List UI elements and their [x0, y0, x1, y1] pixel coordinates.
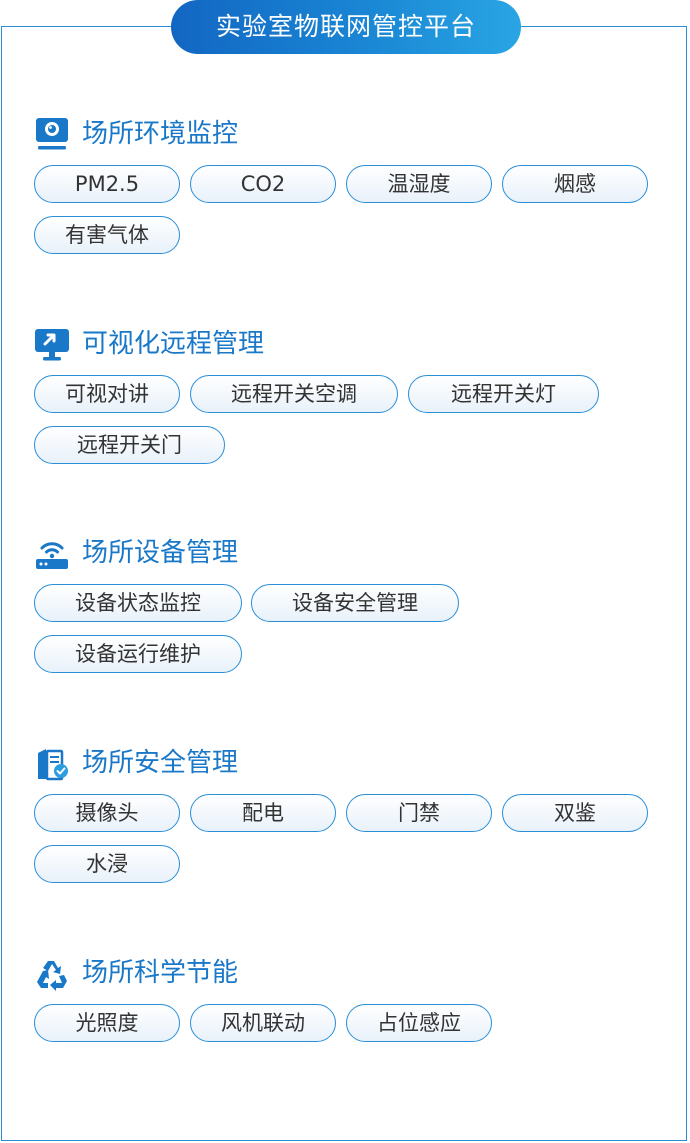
tag-water-leak[interactable]: 水浸 — [34, 845, 180, 883]
tag-device-maintenance[interactable]: 设备运行维护 — [34, 635, 242, 673]
section-header: 可视化远程管理 — [34, 324, 654, 364]
tag-camera[interactable]: 摄像头 — [34, 794, 180, 832]
tag-remote-door[interactable]: 远程开关门 — [34, 426, 225, 464]
section-remote-management: 可视化远程管理 可视对讲 远程开关空调 远程开关灯 远程开关门 — [34, 324, 654, 475]
tag-dual-detector[interactable]: 双鉴 — [502, 794, 648, 832]
section-title: 场所安全管理 — [82, 748, 239, 778]
tag-harmful-gas[interactable]: 有害气体 — [34, 216, 180, 254]
tag-list: 光照度 风机联动 占位感应 — [34, 1004, 654, 1104]
section-device-management: 场所设备管理 设备状态监控 设备安全管理 设备运行维护 — [34, 533, 654, 684]
tag-device-status[interactable]: 设备状态监控 — [34, 584, 242, 622]
tag-fan-linkage[interactable]: 风机联动 — [190, 1004, 336, 1042]
section-title: 场所环境监控 — [82, 119, 239, 149]
tag-occupancy-sensing[interactable]: 占位感应 — [346, 1004, 492, 1042]
tag-remote-aircon[interactable]: 远程开关空调 — [190, 375, 398, 413]
tag-remote-light[interactable]: 远程开关灯 — [408, 375, 599, 413]
tag-list: 设备状态监控 设备安全管理 设备运行维护 — [34, 584, 654, 684]
section-title: 可视化远程管理 — [82, 329, 265, 359]
section-title: 场所科学节能 — [82, 958, 239, 988]
page-title: 实验室物联网管控平台 — [171, 0, 521, 54]
tag-list: PM2.5 CO2 温湿度 烟感 有害气体 — [34, 165, 654, 265]
tag-pm25[interactable]: PM2.5 — [34, 165, 180, 203]
tag-video-intercom[interactable]: 可视对讲 — [34, 375, 180, 413]
section-energy-saving: 场所科学节能 光照度 风机联动 占位感应 — [34, 953, 654, 1104]
section-header: 场所科学节能 — [34, 953, 654, 993]
tag-smoke-sensor[interactable]: 烟感 — [502, 165, 648, 203]
section-safety-management: 场所安全管理 摄像头 配电 门禁 双鉴 水浸 — [34, 743, 654, 894]
router-icon — [36, 542, 68, 569]
monitor-camera-icon — [36, 118, 68, 150]
tag-access-control[interactable]: 门禁 — [346, 794, 492, 832]
tag-temperature-humidity[interactable]: 温湿度 — [346, 165, 492, 203]
section-header: 场所环境监控 — [34, 114, 654, 154]
recycle-icon — [37, 961, 67, 991]
section-environment-monitoring: 场所环境监控 PM2.5 CO2 温湿度 烟感 有害气体 — [34, 114, 654, 265]
section-header: 场所安全管理 — [34, 743, 654, 783]
security-certificate-icon — [38, 749, 68, 781]
tag-list: 摄像头 配电 门禁 双鉴 水浸 — [34, 794, 654, 894]
tag-device-security[interactable]: 设备安全管理 — [251, 584, 459, 622]
section-header: 场所设备管理 — [34, 533, 654, 573]
remote-display-icon — [35, 329, 69, 361]
tag-co2[interactable]: CO2 — [190, 165, 336, 203]
tag-list: 可视对讲 远程开关空调 远程开关灯 远程开关门 — [34, 375, 654, 475]
tag-power-distribution[interactable]: 配电 — [190, 794, 336, 832]
section-title: 场所设备管理 — [82, 538, 239, 568]
tag-illuminance[interactable]: 光照度 — [34, 1004, 180, 1042]
